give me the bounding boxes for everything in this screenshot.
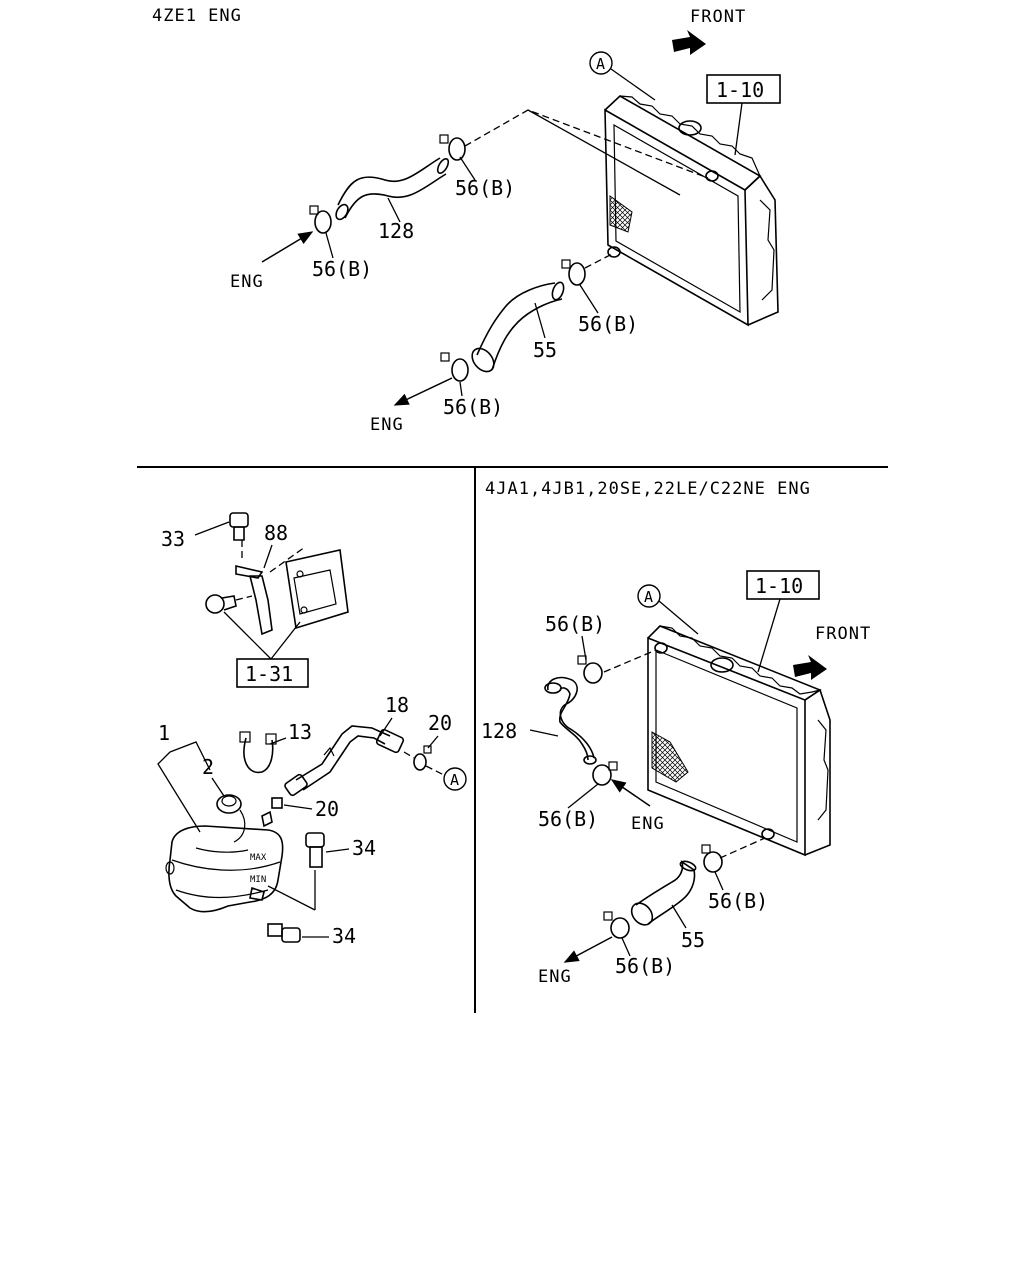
top-clamp-upper-radiator [439, 134, 466, 161]
right-radiator [647, 625, 831, 857]
right-front-arrow-icon [793, 655, 827, 680]
right-front-label: FRONT [815, 624, 871, 644]
top-clamp-upper-engine [309, 205, 332, 234]
top-clamp-lower-engine [440, 352, 469, 382]
left-label-bolt-34-upper: 34 [352, 836, 376, 860]
right-label-lower-hose: 55 [681, 928, 705, 952]
top-section: 4ZE1 ENG FRONT 1-10 A [152, 6, 781, 435]
left-hose-18 [284, 725, 405, 797]
left-ref-box [236, 658, 309, 688]
right-clamp-lower-engine [603, 911, 630, 939]
right-eng-upper-arrow-icon [610, 779, 651, 807]
left-ref-box-label: 1-31 [245, 662, 293, 686]
right-circle-ref [637, 584, 661, 608]
top-upper-hose [335, 157, 450, 221]
left-circle-ref [443, 767, 467, 791]
top-ref-box-label: 1-10 [716, 78, 764, 102]
left-bolt-34-lower [267, 923, 301, 943]
svg-text:MIN: MIN [250, 875, 266, 885]
top-header: 4ZE1 ENG [152, 6, 242, 26]
left-label-clip-13: 13 [288, 720, 312, 744]
top-label-clamp-upper-radiator: 56(B) [455, 176, 515, 200]
right-eng-lower-arrow-icon [563, 936, 613, 963]
right-lower-hose [630, 860, 697, 926]
left-reservoir-tank: MAX MIN [165, 825, 284, 913]
right-label-clamp-upper-engine: 56(B) [538, 807, 598, 831]
left-label-hose-18: 18 [385, 693, 409, 717]
top-label-lower-hose: 55 [533, 338, 557, 362]
right-label-clamp-lower-engine: 56(B) [615, 954, 675, 978]
top-eng-lower-arrow-icon [393, 377, 453, 406]
left-bracket-88 [235, 549, 349, 636]
left-clamp-20-lower [261, 797, 283, 828]
left-label-bolt-34-lower: 34 [332, 924, 356, 948]
left-label-clamp-20-lower: 20 [315, 797, 339, 821]
right-ref-box-label: 1-10 [755, 574, 803, 598]
left-label-clamp-20-right: 20 [428, 711, 452, 735]
right-label-clamp-upper-radiator: 56(B) [545, 612, 605, 636]
right-label-eng-upper: ENG [631, 814, 665, 834]
top-circle-ref [589, 51, 613, 75]
right-label-upper-hose: 128 [481, 719, 517, 743]
top-radiator [604, 95, 779, 327]
right-circle-ref-label: A [644, 588, 653, 606]
right-clamp-upper-engine [592, 761, 618, 786]
left-section: 33 88 1-31 [157, 512, 467, 948]
right-clamp-lower-radiator [701, 844, 723, 873]
top-label-upper-hose: 128 [378, 219, 414, 243]
left-bolt-34-upper [305, 832, 325, 868]
left-label-bracket: 88 [264, 521, 288, 545]
top-label-clamp-lower-engine: 56(B) [443, 395, 503, 419]
right-ref-box [746, 570, 820, 600]
left-label-bolt-top: 33 [161, 527, 185, 551]
top-ref-box [706, 74, 781, 104]
left-bolt-33 [229, 512, 249, 541]
top-front-arrow-icon [672, 30, 706, 55]
svg-text:MAX: MAX [250, 853, 267, 863]
top-label-eng-upper: ENG [230, 272, 264, 292]
top-label-clamp-lower-radiator: 56(B) [578, 312, 638, 336]
right-label-clamp-lower-radiator: 56(B) [708, 889, 768, 913]
top-label-eng-lower: ENG [370, 415, 404, 435]
right-header: 4JA1,4JB1,20SE,22LE/C22NE ENG [485, 479, 811, 499]
right-upper-hose [544, 676, 597, 765]
right-label-eng-lower: ENG [538, 967, 572, 987]
top-lower-hose [471, 281, 565, 373]
left-clip-13 [239, 731, 277, 774]
left-clamp-20-right [413, 745, 432, 771]
top-circle-ref-label: A [596, 55, 605, 73]
right-section: 4JA1,4JB1,20SE,22LE/C22NE ENG FRONT 1-10… [481, 479, 871, 987]
left-label-reservoir: 1 [158, 721, 170, 745]
top-clamp-lower-radiator [561, 259, 586, 286]
left-circle-ref-label: A [450, 771, 459, 789]
top-eng-upper-arrow-icon [261, 231, 314, 263]
top-front-label: FRONT [690, 7, 746, 27]
top-label-clamp-upper-engine: 56(B) [312, 257, 372, 281]
right-clamp-upper-radiator [577, 655, 603, 684]
left-cap-2 [216, 794, 246, 843]
left-mount-bolt [205, 594, 237, 614]
